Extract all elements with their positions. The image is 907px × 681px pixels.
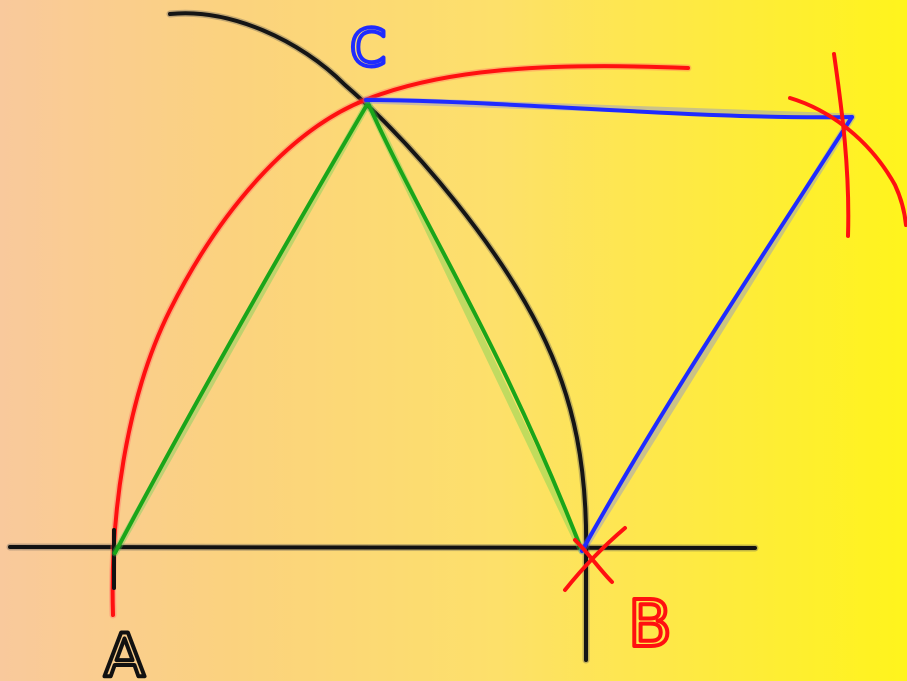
green-side-cb <box>366 101 584 553</box>
blue-top-line <box>364 98 854 120</box>
label-b: B <box>628 588 672 662</box>
black-arc <box>168 11 589 662</box>
red-arc-glow <box>109 62 692 619</box>
cross-mark-b-1 <box>563 526 627 592</box>
top-right-arc-curve <box>788 96 907 227</box>
blue-diagonal-line <box>580 115 854 553</box>
cross-mark-b-2 <box>573 538 614 584</box>
label-c: C <box>350 19 386 79</box>
top-right-arc-vertical <box>832 52 851 238</box>
blue-lines-glow <box>362 96 856 555</box>
green-lines-glow <box>111 99 586 557</box>
label-a: A <box>104 621 145 681</box>
baseline <box>8 545 757 550</box>
green-side-ac <box>113 101 370 555</box>
red-arc <box>110 64 690 617</box>
